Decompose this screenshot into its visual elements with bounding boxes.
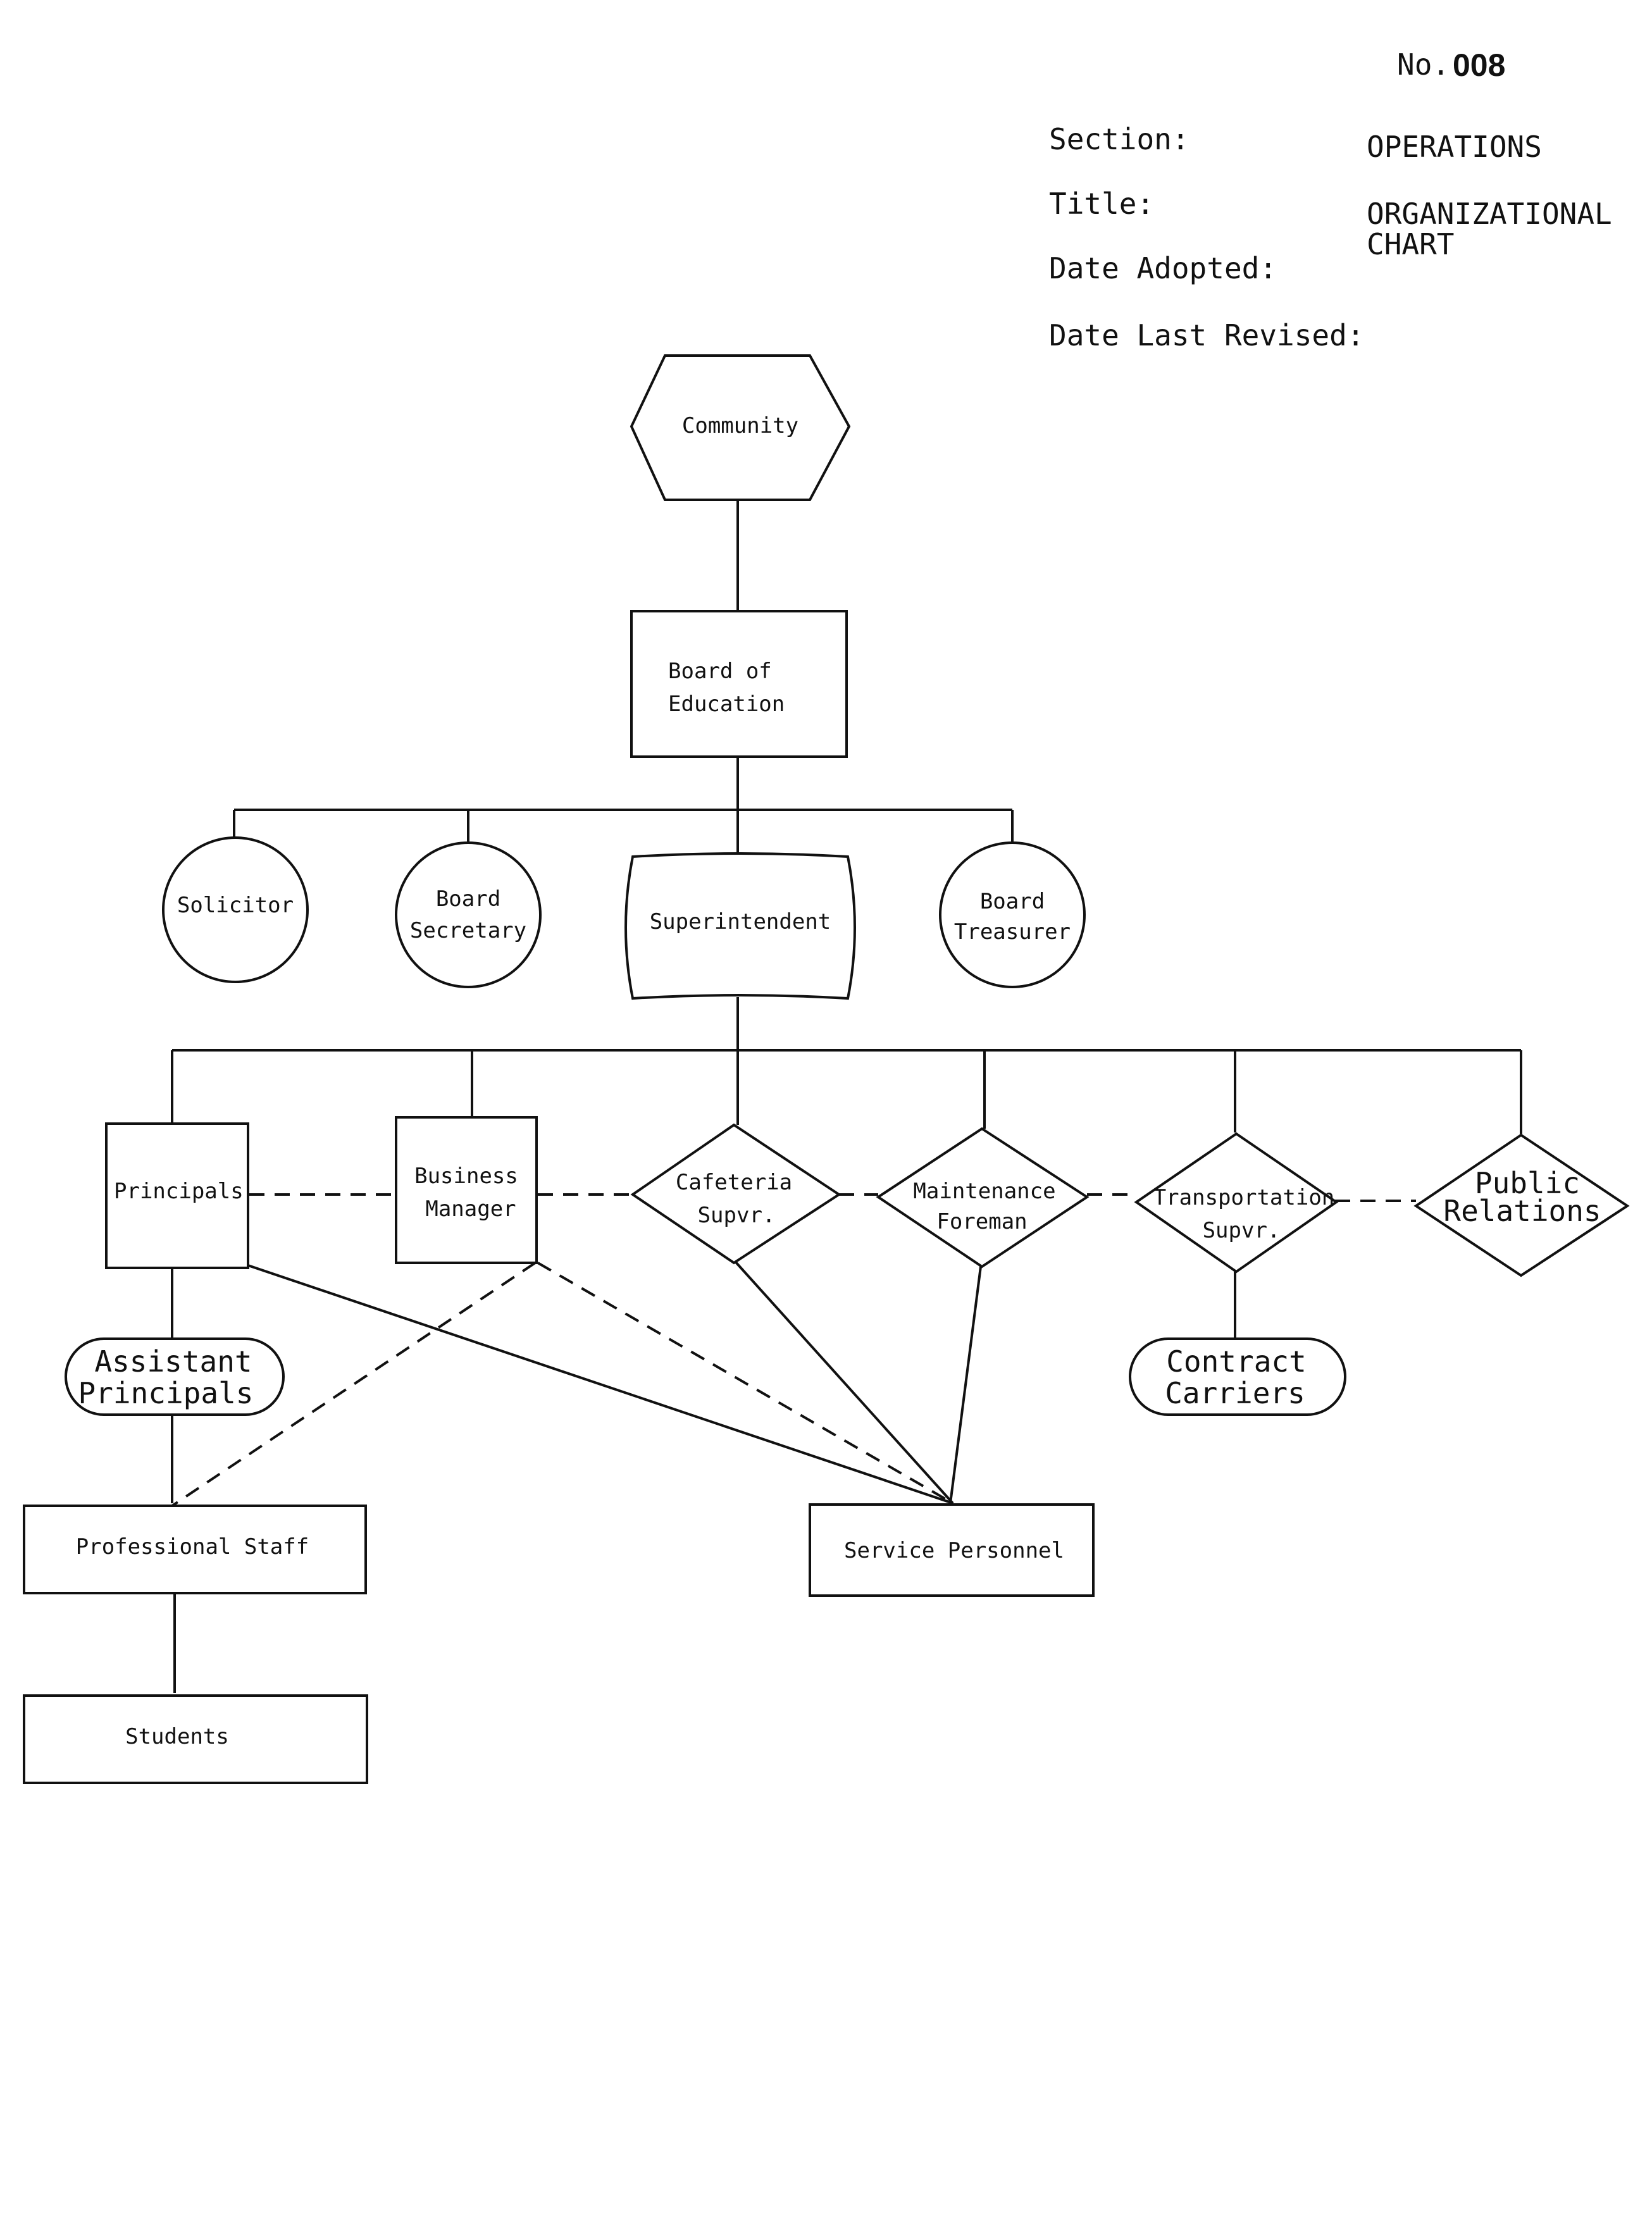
circle-shape [395, 841, 542, 988]
maintenance-foreman-label-1: Maintenance [913, 1179, 1055, 1204]
cafeteria-supervisor-label-1: Cafeteria [676, 1170, 792, 1195]
circle-shape [939, 841, 1086, 988]
cafeteria-supervisor-label-2: Supvr. [698, 1203, 776, 1228]
connector-maintenance-service [949, 1266, 982, 1504]
circle-shape [162, 836, 309, 983]
transportation-supervisor-label-2: Supvr. [1203, 1218, 1281, 1243]
professional-staff-label: Professional Staff [76, 1534, 309, 1560]
solicitor-node: Solicitor [162, 836, 309, 983]
board-treasurer-label-2: Treasurer [954, 919, 1071, 945]
document-header: No. 008 Section: OPERATIONS Title: ORGAN… [1049, 47, 1612, 352]
board-treasurer-node: Board Treasurer [939, 841, 1086, 988]
board-secretary-label-1: Board [436, 886, 500, 912]
transportation-supervisor-label-1: Transportation [1153, 1185, 1335, 1210]
hexagon-shape [630, 354, 851, 501]
box-shape [395, 1116, 538, 1264]
public-relations-label-1: Public [1475, 1166, 1580, 1200]
board-secretary-label-2: Secretary [410, 918, 526, 943]
curved-box-shape [624, 852, 856, 1000]
diamond-shape [876, 1127, 1090, 1269]
service-personnel-label: Service Personnel [844, 1538, 1064, 1563]
diamond-shape [1413, 1133, 1630, 1277]
solicitor-label: Solicitor [177, 893, 294, 918]
section-value: OPERATIONS [1367, 130, 1542, 164]
diamond-shape [630, 1123, 842, 1265]
board-secretary-node: Board Secretary [395, 841, 542, 988]
maintenance-foreman-label-2: Foreman [936, 1209, 1027, 1234]
community-label: Community [682, 413, 798, 438]
connectors [171, 500, 1522, 1693]
service-personnel-node: Service Personnel [809, 1503, 1095, 1597]
public-relations-label-2: Relations [1443, 1194, 1601, 1228]
title-value-line1: ORGANIZATIONAL [1367, 197, 1612, 231]
box-shape [23, 1694, 368, 1784]
students-label: Students [125, 1724, 229, 1749]
date-last-revised-label: Date Last Revised: [1049, 318, 1365, 352]
professional-staff-node: Professional Staff [23, 1505, 367, 1594]
connector-principals-service [247, 1264, 953, 1505]
number-value: 008 [1453, 47, 1505, 83]
business-manager-node: Business Manager [395, 1116, 538, 1264]
assistant-principals-label-1: Assistant [94, 1344, 252, 1379]
contract-carriers-label-1: Contract [1166, 1344, 1307, 1379]
number-label: No. [1397, 47, 1450, 82]
business-manager-label-1: Business [414, 1164, 518, 1189]
maintenance-foreman-node: Maintenance Foreman [876, 1127, 1090, 1269]
business-manager-label-2: Manager [425, 1196, 516, 1222]
cafeteria-supervisor-node: Cafeteria Supvr. [630, 1123, 842, 1265]
superintendent-node: Superintendent [624, 852, 856, 1000]
box-shape [809, 1503, 1095, 1597]
board-of-education-label-1: Board of [668, 659, 772, 684]
students-node: Students [23, 1694, 368, 1784]
date-adopted-label: Date Adopted: [1049, 251, 1277, 285]
box-shape [630, 610, 848, 758]
contract-carriers-node: Contract Carriers [1129, 1337, 1346, 1416]
board-of-education-label-2: Education [668, 692, 785, 717]
dashed-business-service-personnel [537, 1262, 954, 1505]
rounded-box-shape [65, 1337, 285, 1416]
title-label: Title: [1049, 187, 1154, 221]
assistant-principals-label-2: Principals [78, 1376, 254, 1410]
contract-carriers-label-2: Carriers [1165, 1376, 1305, 1410]
box-shape [23, 1505, 367, 1594]
public-relations-node: Public Relations [1413, 1133, 1630, 1277]
community-node: Community [630, 354, 851, 501]
transportation-supervisor-node: Transportation Supvr. [1134, 1132, 1339, 1274]
board-of-education-node: Board of Education [630, 610, 848, 758]
connector-cafeteria-service [734, 1260, 954, 1505]
principals-label: Principals [114, 1179, 244, 1204]
assistant-principals-node: Assistant Principals [65, 1337, 285, 1416]
box-shape [105, 1122, 249, 1269]
board-treasurer-label-1: Board [980, 889, 1045, 914]
principals-node: Principals [105, 1122, 249, 1269]
title-value-line2: CHART [1367, 227, 1454, 261]
diamond-shape [1134, 1132, 1339, 1274]
section-label: Section: [1049, 122, 1189, 156]
superintendent-label: Superintendent [650, 909, 831, 934]
dashed-business-professional-staff [171, 1262, 537, 1507]
rounded-box-shape [1129, 1337, 1346, 1416]
